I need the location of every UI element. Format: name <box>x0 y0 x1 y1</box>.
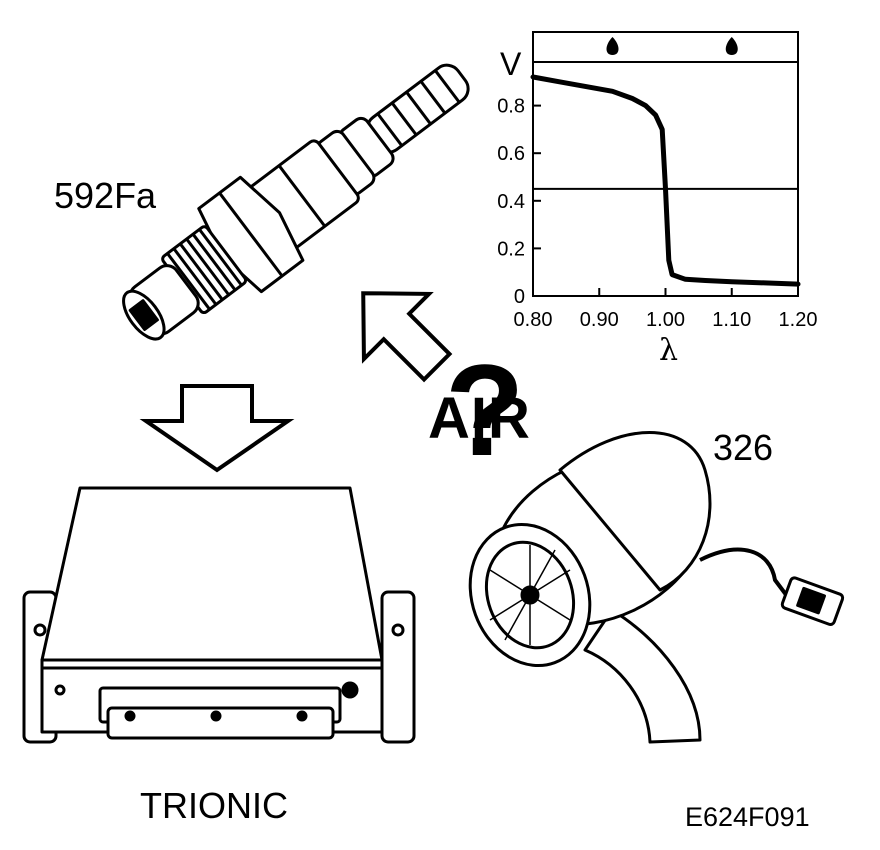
x-tick-label: 1.20 <box>779 309 818 331</box>
y-axis-label: V <box>500 46 522 82</box>
question-mark: ? <box>445 337 525 483</box>
fuel-drop-icon <box>606 37 619 55</box>
air-label: AIR <box>428 386 531 451</box>
x-tick-label: 1.00 <box>646 309 685 331</box>
figure-code: E624F091 <box>685 802 810 832</box>
air-pump-illustration <box>468 431 845 744</box>
diagonal-arrow-icon <box>361 291 453 383</box>
voltage-curve <box>530 74 801 287</box>
lambda-voltage-chart: 0 0.2 0.4 0.6 0.8 0.80 0.90 1.00 1.10 1.20 V λ <box>497 31 818 368</box>
x-tick-label: 0.90 <box>580 309 619 331</box>
down-arrow-icon <box>139 384 295 473</box>
ecu-illustration <box>22 486 416 744</box>
y-tick-label: 0.8 <box>497 96 525 118</box>
oxygen-sensor-illustration <box>122 63 470 341</box>
y-tick-label: 0.2 <box>497 238 525 260</box>
x-axis-label: λ <box>659 333 678 368</box>
sensor-label: 592Fa <box>54 175 157 216</box>
x-tick-label: 1.10 <box>712 309 751 331</box>
fuel-drop-icon <box>725 37 738 55</box>
x-tick-label: 0.80 <box>514 309 553 331</box>
pump-label: 326 <box>713 427 774 468</box>
y-tick-label: 0.4 <box>497 191 525 213</box>
y-tick-label: 0 <box>514 286 525 308</box>
ecu-label: TRIONIC <box>140 785 288 826</box>
y-tick-label: 0.6 <box>497 143 525 165</box>
